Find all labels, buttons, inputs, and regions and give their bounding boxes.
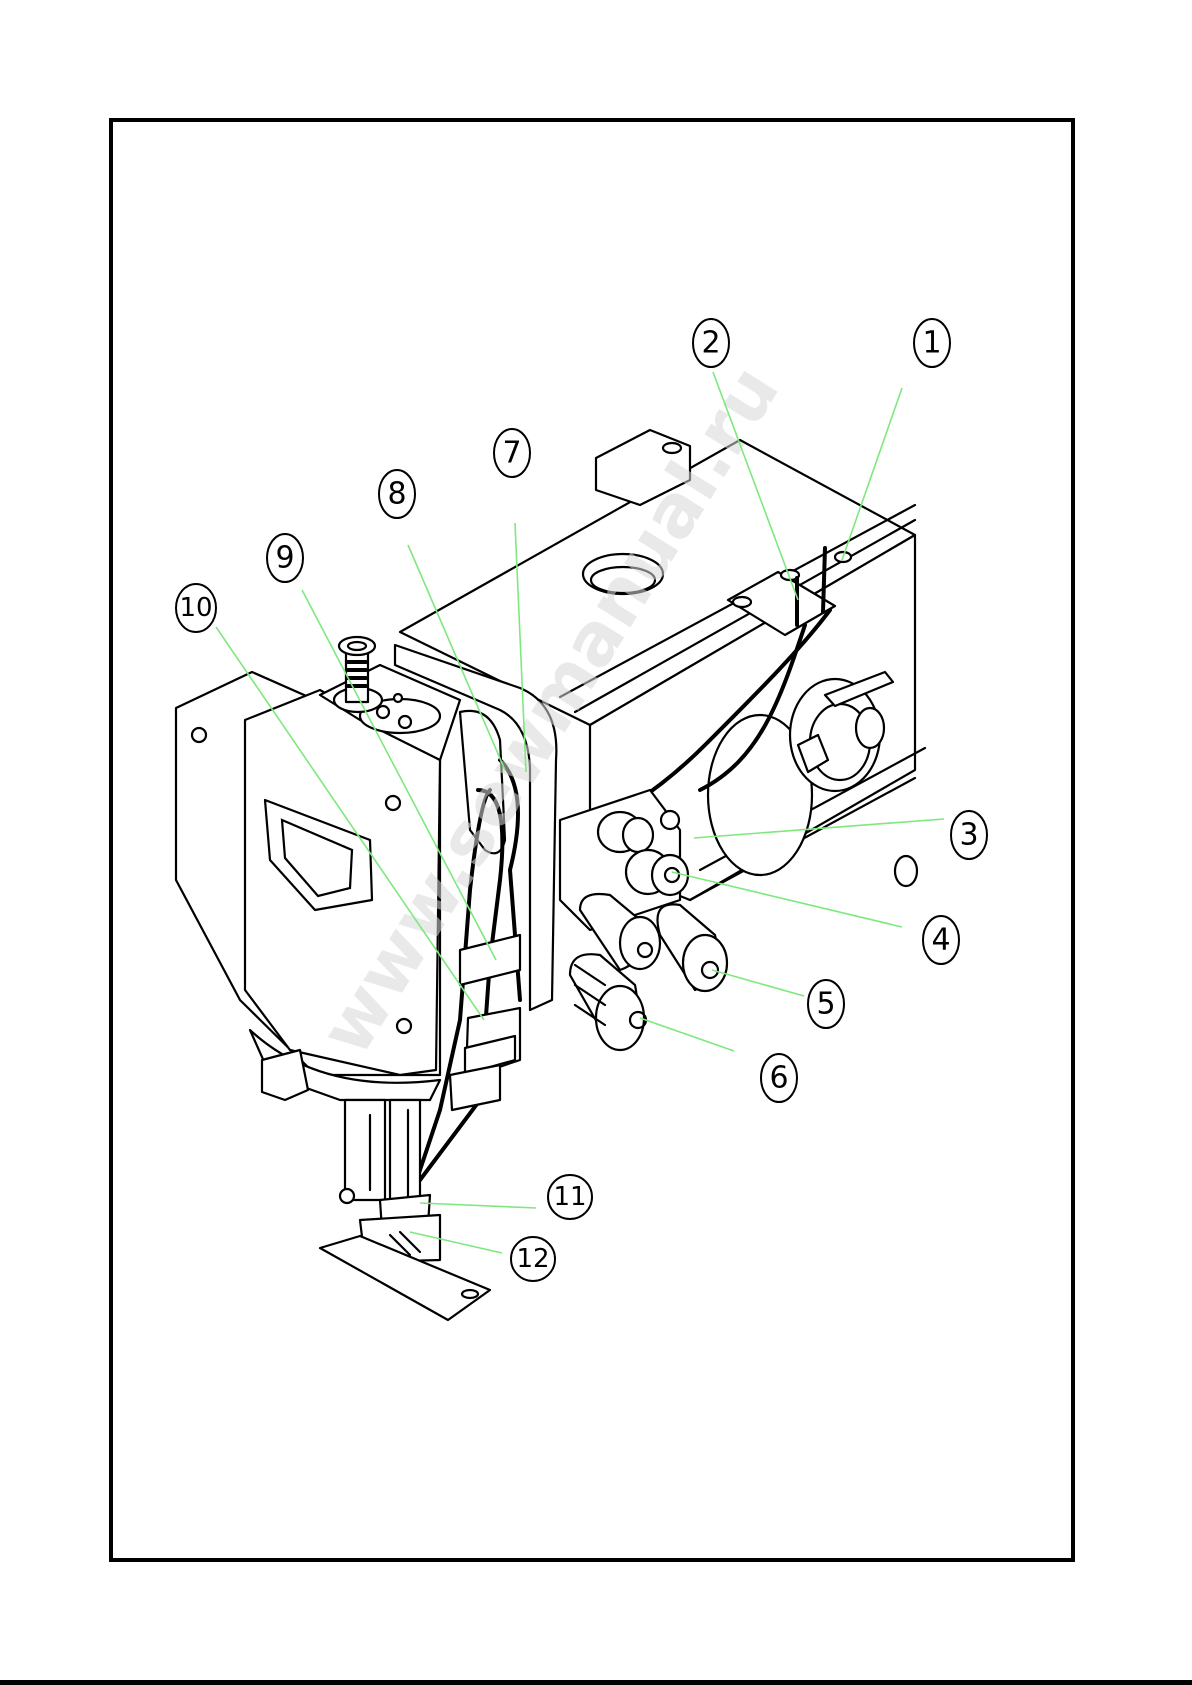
callout-6-label: 6 (769, 1061, 788, 1096)
callout-11-label: 11 (553, 1182, 586, 1212)
callout-10: 10 (176, 584, 216, 632)
callout-8: 8 (379, 470, 415, 518)
callout-3-label: 3 (959, 818, 978, 853)
callout-5: 5 (808, 980, 844, 1028)
callout-5-label: 5 (816, 987, 835, 1022)
needle-and-presser-foot (320, 1100, 490, 1320)
callout-10-label: 10 (179, 593, 212, 623)
callout-9: 9 (267, 534, 303, 582)
callout-7: 7 (494, 429, 530, 477)
bottom-rule (0, 1680, 1192, 1685)
callout-12-label: 12 (516, 1244, 549, 1274)
callout-3: 3 (951, 811, 987, 859)
callout-1-label: 1 (922, 326, 941, 361)
callout-9-label: 9 (275, 541, 294, 576)
callout-4: 4 (923, 916, 959, 964)
callout-12: 12 (511, 1237, 555, 1281)
callout-8-label: 8 (387, 477, 406, 512)
callout-4-label: 4 (931, 923, 950, 958)
callout-6: 6 (761, 1054, 797, 1102)
callout-1: 1 (914, 319, 950, 367)
callout-2-label: 2 (701, 326, 720, 361)
callout-11: 11 (548, 1175, 592, 1219)
callout-2: 2 (693, 319, 729, 367)
callout-7-label: 7 (502, 436, 521, 471)
